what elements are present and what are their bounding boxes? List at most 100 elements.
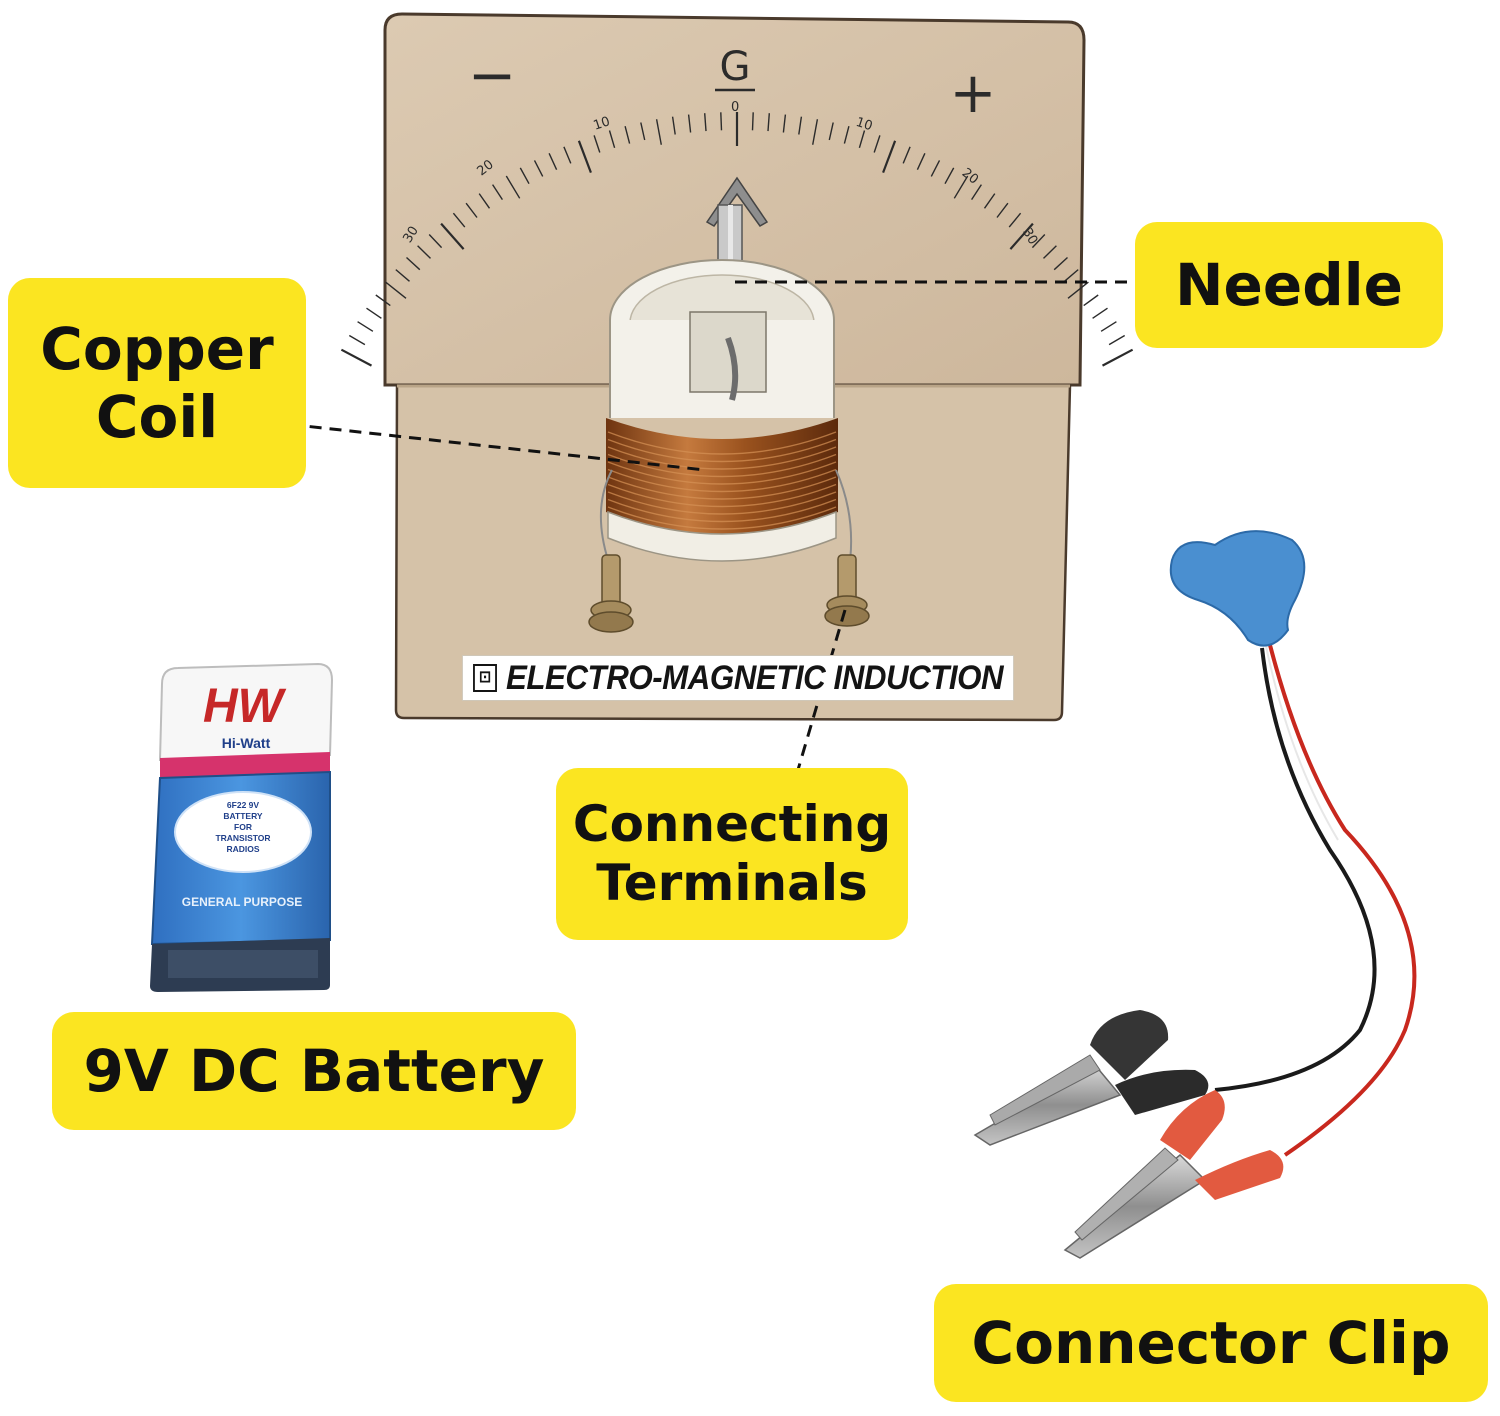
scale-tick bbox=[1100, 321, 1117, 332]
wire-red bbox=[1268, 644, 1417, 1157]
scale-tick bbox=[406, 256, 421, 271]
scale-tick bbox=[828, 122, 834, 141]
galvanometer: 30 20 10 0 10 20 30 G − + bbox=[340, 12, 1134, 722]
callout-battery: 9V DC Battery bbox=[52, 1012, 576, 1130]
back-board bbox=[383, 12, 1086, 387]
scale-tick bbox=[983, 193, 996, 209]
scale-tick bbox=[971, 184, 982, 200]
scale-tick bbox=[357, 321, 374, 332]
scale-tick bbox=[1092, 307, 1108, 319]
scale-tick bbox=[782, 114, 787, 133]
callout-needle-text: Needle bbox=[1175, 250, 1403, 319]
callout-copper-coil-line2: Coil bbox=[95, 383, 219, 451]
scale-label-right-10: 10 bbox=[854, 115, 874, 134]
scale-tick bbox=[930, 160, 941, 177]
coil-winding bbox=[607, 491, 837, 515]
scale-tick bbox=[385, 281, 407, 299]
plus-terminal-sign: + bbox=[950, 61, 997, 126]
scale-tick bbox=[751, 112, 754, 131]
coil-winding bbox=[607, 498, 837, 523]
panel-label-text: ELECTRO-MAGNETIC INDUCTION bbox=[505, 658, 1004, 697]
battery-snap bbox=[1169, 530, 1306, 647]
connector-clip bbox=[973, 530, 1417, 1259]
scale-tick bbox=[944, 167, 955, 185]
coil-winding bbox=[607, 431, 837, 455]
scale-tick bbox=[340, 348, 373, 367]
battery-logo: HW bbox=[203, 680, 287, 733]
scale-numbers: 30 20 10 0 10 20 30 bbox=[400, 100, 1040, 247]
scale-tick bbox=[1064, 269, 1079, 282]
coil-winding bbox=[607, 483, 837, 508]
coil-winding bbox=[607, 461, 837, 485]
galvanometer-symbol: G bbox=[720, 44, 751, 90]
scale-tick bbox=[1083, 294, 1099, 307]
coil-winding bbox=[607, 506, 837, 530]
scale-tick bbox=[519, 167, 530, 185]
callout-connecting-terminals-line1: Connecting bbox=[572, 795, 892, 853]
coil-winding bbox=[607, 446, 837, 470]
scale-tick bbox=[366, 307, 382, 319]
scale-tick bbox=[812, 119, 819, 145]
battery-label-line2: BATTERY bbox=[223, 811, 263, 821]
callout-needle: Needle bbox=[1135, 222, 1443, 348]
battery-label-line4: TRANSISTOR bbox=[215, 833, 270, 843]
scale-tick bbox=[548, 153, 558, 170]
battery-bottom-text: GENERAL PURPOSE bbox=[182, 895, 302, 909]
scale-tick bbox=[767, 113, 770, 132]
scale-label-zero: 0 bbox=[731, 100, 739, 115]
alligator-clip-red bbox=[1063, 1090, 1284, 1259]
scale-tick bbox=[452, 212, 466, 228]
battery-label-line5: RADIOS bbox=[226, 844, 259, 854]
panel-logo-icon: ⊡ bbox=[472, 664, 497, 692]
callout-battery-text: 9V DC Battery bbox=[83, 1036, 545, 1105]
battery-label-line1: 6F22 9V bbox=[227, 800, 259, 810]
scale-tick bbox=[798, 116, 803, 135]
coil-bobbin bbox=[609, 259, 835, 418]
scale-tick bbox=[1108, 334, 1126, 346]
callout-copper-coil: Copper Coil bbox=[8, 278, 306, 488]
scale-tick bbox=[624, 126, 631, 144]
copper-coil bbox=[606, 418, 838, 562]
scale-tick bbox=[843, 126, 850, 144]
scale-tick bbox=[1009, 222, 1034, 250]
scale-tick bbox=[428, 234, 443, 249]
coil-winding bbox=[607, 438, 837, 463]
scale-tick bbox=[492, 184, 503, 200]
scale-tick bbox=[916, 153, 926, 170]
panel-label: ⊡ ELECTRO-MAGNETIC INDUCTION bbox=[462, 655, 1014, 701]
battery-label-line3: FOR bbox=[234, 822, 252, 832]
wire-black bbox=[1214, 647, 1377, 1092]
scale-tick bbox=[1008, 212, 1022, 228]
callout-connector-clip: Connector Clip bbox=[934, 1284, 1488, 1402]
scale-label-left-10: 10 bbox=[592, 114, 612, 133]
scale-tick bbox=[395, 269, 410, 282]
battery-brand: Hi-Watt bbox=[222, 735, 271, 751]
scale-label-right-30: 30 bbox=[1019, 226, 1040, 248]
scale-tick bbox=[465, 202, 478, 218]
scale-ticks bbox=[340, 112, 1134, 367]
scale-tick bbox=[1031, 234, 1046, 249]
scale-tick bbox=[608, 130, 616, 148]
scale-tick bbox=[593, 135, 601, 153]
callout-connecting-terminals: Connecting Terminals bbox=[556, 768, 908, 940]
terminal-right bbox=[824, 554, 870, 627]
scale-tick bbox=[873, 135, 881, 153]
scale-tick bbox=[858, 130, 866, 148]
scale-tick bbox=[704, 113, 707, 132]
scale-tick bbox=[1053, 256, 1068, 271]
scale-tick bbox=[953, 175, 969, 199]
scale-tick bbox=[440, 222, 465, 250]
scale-label-left-30: 30 bbox=[400, 224, 421, 246]
scale-tick bbox=[902, 146, 911, 164]
coil-winding bbox=[607, 468, 837, 493]
scale-tick bbox=[577, 140, 592, 173]
scale-tick bbox=[655, 119, 662, 145]
callout-connector-clip-text: Connector Clip bbox=[971, 1308, 1451, 1377]
scale-tick bbox=[417, 245, 431, 259]
callout-connecting-terminals-line2: Terminals bbox=[596, 854, 868, 912]
scale-tick bbox=[720, 112, 723, 131]
scale-tick bbox=[505, 175, 521, 199]
battery-9v: HW Hi-Watt 6F22 9V BATTERY FOR TRANSISTO… bbox=[150, 662, 334, 992]
callout-copper-coil-line1: Copper bbox=[40, 314, 274, 383]
